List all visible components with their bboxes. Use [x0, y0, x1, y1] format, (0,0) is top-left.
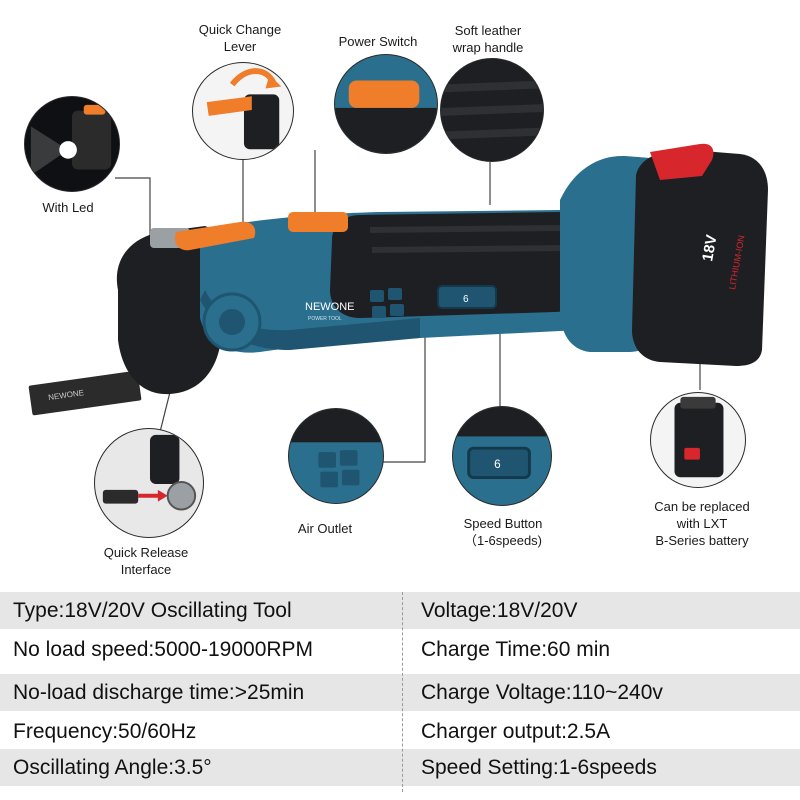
label-speed-button: Speed Button （1-6speeds) — [463, 516, 543, 548]
spec-table: Type:18V/20V Oscillating Tool Voltage:18… — [0, 588, 800, 800]
label-battery: Can be replaced with LXT B-Series batter… — [654, 499, 750, 548]
spec-row: Frequency:50/60Hz Charger output:2.5A — [0, 713, 800, 750]
battery-detail-bubble — [650, 392, 746, 488]
spec-left: Oscillating Angle:3.5° — [13, 756, 212, 779]
air-outlet-detail-bubble — [288, 408, 384, 504]
switch-detail-bubble — [334, 54, 438, 154]
speed-dial — [437, 285, 497, 309]
label-handle: Soft leather wrap handle — [452, 23, 524, 55]
battery-pack — [632, 150, 768, 366]
spec-left: Type:18V/20V Oscillating Tool — [13, 599, 292, 622]
battery-voltage: 18V — [699, 233, 720, 262]
spec-row: Oscillating Angle:3.5° Speed Setting:1-6… — [0, 749, 800, 786]
led-light-icon — [59, 141, 77, 159]
speed-dial-zoom-value: 6 — [494, 458, 501, 471]
table-divider — [402, 592, 403, 792]
spec-row: No load speed:5000-19000RPM Charge Time:… — [0, 631, 800, 668]
oscillating-tool-drawing: NEWONE 18V LITHIUM-ION NEWONE POWER TOOL — [28, 143, 768, 463]
label-quick-change-lever: Quick Change Lever — [198, 22, 282, 54]
spec-right: Speed Setting:1-6speeds — [421, 756, 657, 779]
spec-left: No load speed:5000-19000RPM — [13, 638, 314, 661]
label-power-switch: Power Switch — [338, 34, 418, 49]
quick-change-lever — [174, 221, 256, 251]
product-illustration: NEWONE 18V LITHIUM-ION NEWONE POWER TOOL — [24, 22, 768, 577]
spec-right: Voltage:18V/20V — [421, 599, 578, 622]
spec-right: Charge Voltage:110~240v — [421, 681, 663, 704]
spec-left: Frequency:50/60Hz — [13, 720, 197, 743]
battery-latch — [650, 143, 714, 180]
label-led: With Led — [42, 200, 94, 215]
tool-head — [116, 226, 227, 395]
power-switch — [288, 212, 348, 232]
spec-row: Type:18V/20V Oscillating Tool Voltage:18… — [0, 592, 800, 629]
brand-sub: POWER TOOL — [308, 316, 342, 322]
spec-right: Charge Time:60 min — [421, 638, 611, 661]
quick-release-detail-bubble — [94, 428, 204, 538]
brand-logo: NEWONE — [305, 301, 355, 313]
speed-button-detail-bubble: 6 — [452, 406, 552, 506]
spec-left: No-load discharge time:>25min — [13, 681, 305, 704]
callout-leader-lines — [115, 150, 701, 463]
lever-arrow-icon — [229, 68, 276, 87]
air-outlet-vents — [370, 288, 404, 318]
label-air-outlet: Air Outlet — [297, 521, 353, 536]
label-quick-release: Quick Release Interface — [103, 545, 189, 577]
handle-detail-bubble — [440, 58, 544, 162]
led-detail-bubble — [24, 96, 120, 192]
spec-row: No-load discharge time:>25min Charge Vol… — [0, 674, 800, 711]
lever-detail-bubble — [192, 62, 294, 160]
speed-dial-value: 6 — [463, 294, 469, 305]
spec-right: Charger output:2.5A — [421, 720, 611, 743]
saw-blade: NEWONE — [28, 370, 142, 416]
